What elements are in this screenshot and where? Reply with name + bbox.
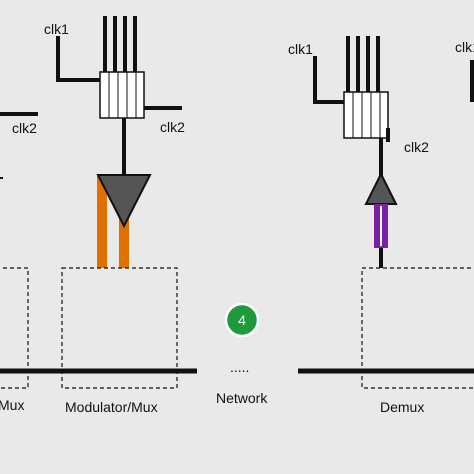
clk2-label-right: clk2 [404, 139, 429, 155]
clk1-wire-right [313, 56, 344, 104]
orange-link-left [97, 176, 107, 268]
clk1-label-right: clk1 [288, 41, 313, 57]
modulator-mux-label: Modulator/Mux [65, 399, 158, 415]
driver-triangle-down [96, 174, 152, 229]
clk1-wire-left [56, 36, 101, 82]
mux-box-left [0, 267, 29, 389]
clk1-label-edge-right: clk1 [455, 39, 474, 55]
clk1-label-left: clk1 [44, 21, 69, 37]
clk2-label-left-edge: clk2 [12, 120, 37, 136]
orange-link-right [119, 200, 129, 268]
shift-register-right [343, 91, 389, 139]
shift-register-left [99, 71, 145, 119]
network-label: Network [216, 390, 268, 406]
modulator-mux-box [61, 267, 178, 389]
demux-box [361, 267, 474, 389]
receiver-triangle-up [364, 171, 398, 205]
clk2-label-mid: clk2 [160, 119, 185, 135]
step-badge-circle [224, 302, 260, 338]
demux-label: Demux [380, 399, 424, 415]
mux-label-left: Mux [0, 397, 24, 413]
step-badge-number: 4 [238, 312, 246, 328]
network-dots: ..... [230, 359, 249, 375]
